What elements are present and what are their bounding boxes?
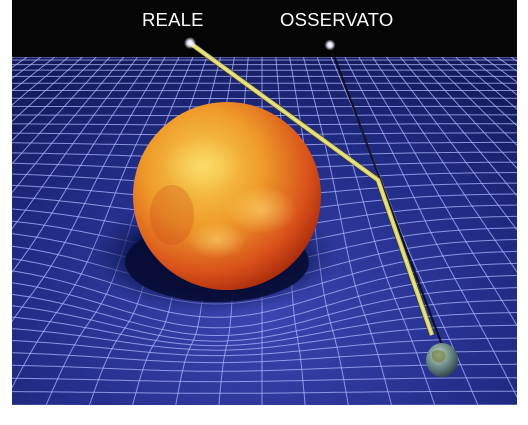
grid-line — [12, 390, 517, 394]
grid-line — [12, 57, 83, 123]
observed-position-label: OSSERVATO — [280, 9, 394, 30]
spacetime-curvature-illustration — [12, 0, 517, 425]
grid-line — [372, 57, 517, 273]
grid-line — [12, 287, 517, 336]
observed-star-icon — [324, 39, 336, 51]
grid-line — [12, 262, 517, 318]
grid-line — [12, 312, 517, 347]
real-position-label: REALE — [142, 9, 204, 30]
grid-line — [386, 57, 517, 231]
grid-line — [12, 377, 517, 383]
real-star-icon — [184, 37, 196, 49]
grid-line — [441, 57, 517, 127]
grid-line — [12, 57, 97, 142]
earth — [426, 343, 458, 377]
grid-line — [12, 324, 517, 351]
grid-line — [413, 57, 517, 169]
grid-line — [12, 299, 517, 342]
grid-line — [12, 57, 166, 323]
grid-line — [12, 57, 138, 230]
grid-line — [399, 57, 517, 197]
grid-line — [427, 57, 517, 146]
sky-band — [12, 0, 517, 57]
grid-line — [12, 105, 517, 108]
grid-line — [316, 57, 436, 405]
grid-line — [12, 57, 152, 273]
grid-line — [344, 57, 517, 398]
grid-line — [12, 337, 517, 357]
sun — [133, 102, 321, 290]
grid-line — [358, 57, 517, 327]
grid-line — [303, 57, 392, 405]
grid-line — [12, 57, 111, 165]
grid-line — [12, 57, 125, 194]
